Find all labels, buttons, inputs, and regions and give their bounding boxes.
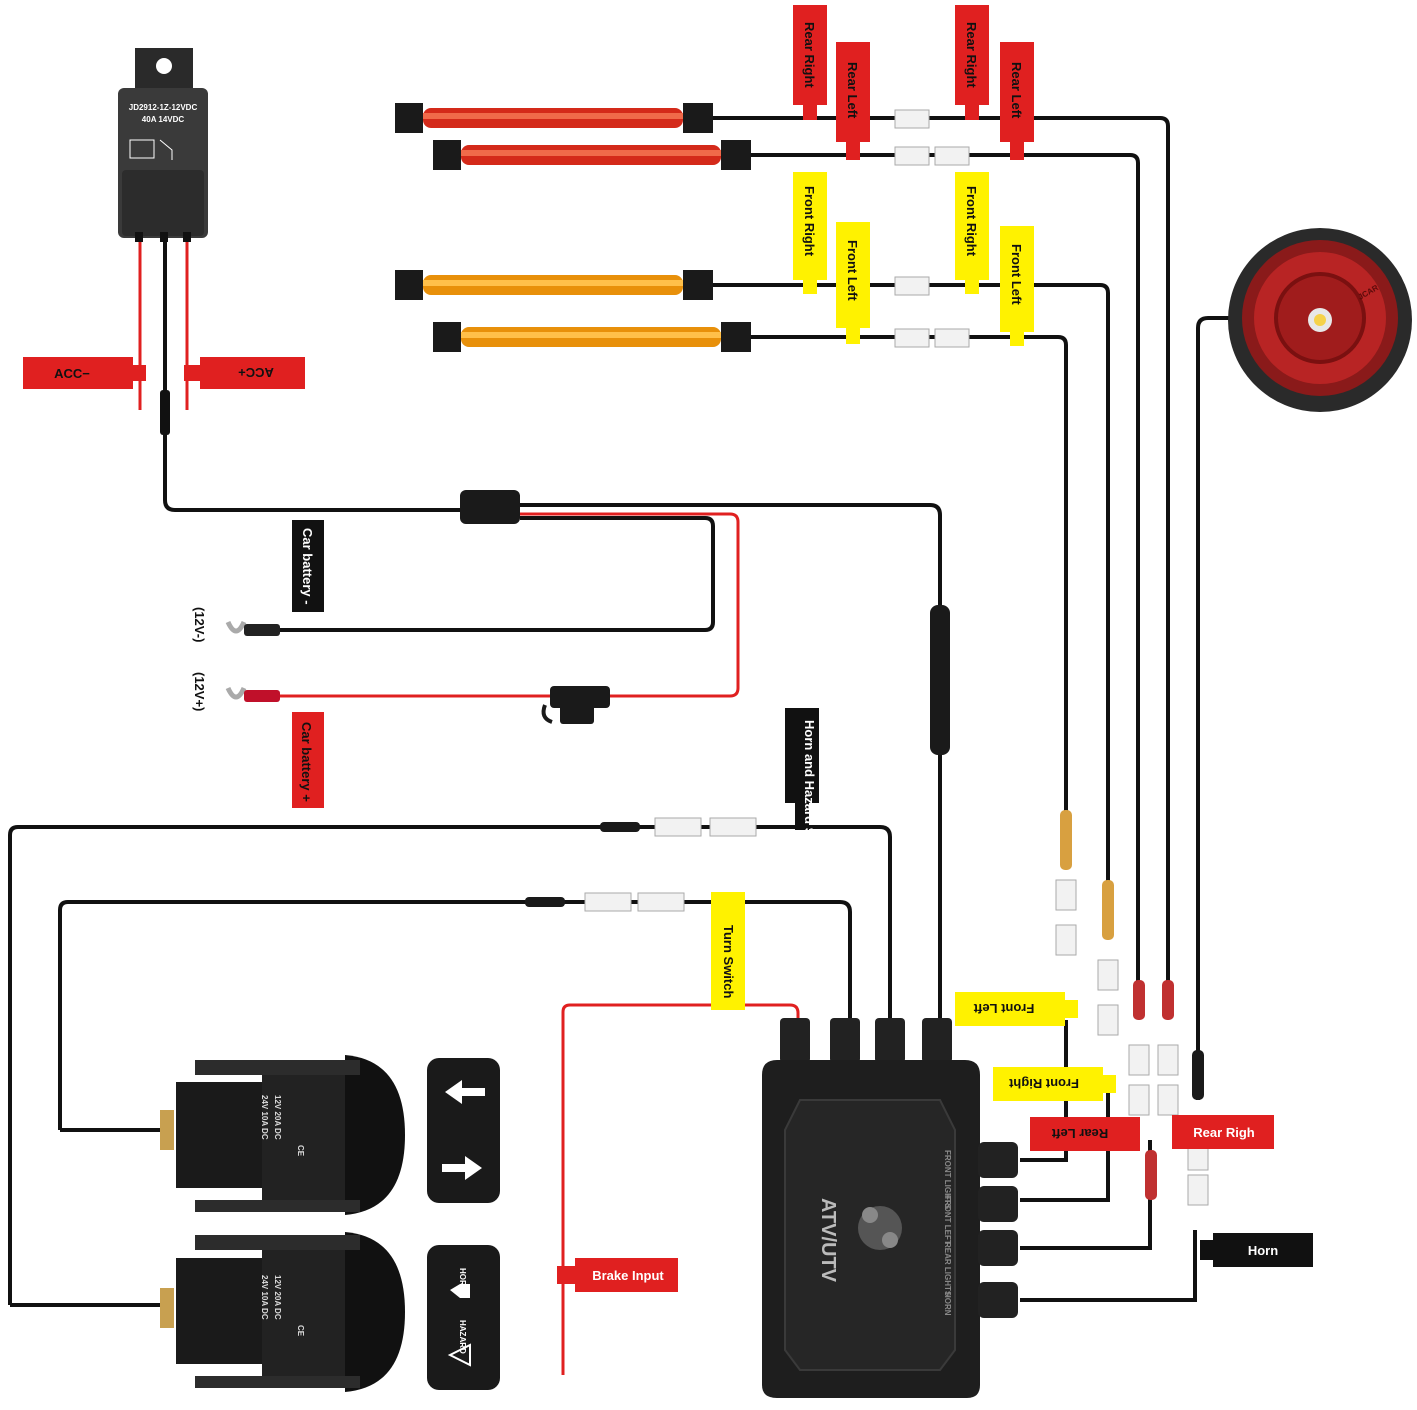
control-module: ATV/UTV FRONT LIGHTS FRONT LEFT REAR LIG… [762,1018,1018,1398]
inline-connector [930,605,950,755]
harness-connectors [1055,810,1209,1206]
tag-rear-left-1-label: Rear Left [845,62,860,119]
tag-front-left-2-label: Front Left [1009,244,1024,305]
switch2-rating-1: 12V 20A DC [273,1275,282,1320]
battery-minus-tag: Car battery - [300,528,315,605]
tag-module-rear-right-label: Rear Righ [1193,1125,1254,1140]
acc-plus-label: ACC+ [238,365,274,380]
tag-horn-hazard-label: Horn and Hazard Switch [802,720,817,870]
tag-module-front-right-label: Front Right [1008,1076,1079,1091]
tag-rear-right-2: Rear Right [955,5,989,120]
arrow-left-icon [445,1080,485,1104]
tag-rear-right-2-label: Rear Right [964,22,979,88]
acc-plus-tag: ACC+ [184,357,305,389]
splice-connector [460,490,520,524]
tag-rear-left-1: Rear Left [836,42,870,160]
light-bar-red-1 [395,103,713,133]
light-bar-amber-1 [395,270,713,300]
module-port-3: REAR LIGHTS [943,1242,952,1297]
tag-module-horn: Horn [1200,1233,1313,1267]
horn-icon [450,1284,470,1298]
tag-front-left-2: Front Left [1000,226,1034,346]
tag-rear-left-2-label: Rear Left [1009,62,1024,119]
tag-turn-switch-label: Turn Switch [721,925,736,998]
switch1-rating-2: 24V 10A DC [260,1095,269,1140]
rocker-switch-horn: 12V 20A DC 24V 10A DC CE [160,1232,405,1392]
battery-plus-tag: Car battery + [299,722,314,802]
relay-model: JD2912-1Z-12VDC [129,103,198,112]
module-port-2: FRONT LEFT [943,1195,952,1245]
battery-plus-voltage: (12V+) [192,672,207,711]
switch2-rating-2: 24V 10A DC [260,1275,269,1320]
tag-brake-input: Brake Input [557,1258,678,1292]
acc-minus-tag: ACC− [23,357,146,389]
switch1-ce: CE [296,1145,305,1157]
switch-face-turn [427,1058,500,1203]
tag-horn-hazard: Horn and Hazard Switch [785,708,819,870]
tag-module-rear-left-label: Rear Left [1051,1126,1108,1141]
tag-front-right-2-label: Front Right [964,186,979,257]
red-wires [138,235,800,1375]
battery-minus-voltage: (12V-) [192,607,207,642]
tag-front-right-1-label: Front Right [802,186,817,257]
battery-minus-terminal: Car battery - (12V-) [192,520,324,642]
arrow-right-icon [442,1156,482,1180]
tag-module-front-left-label: Front Left [973,1001,1034,1016]
module-port-1: FRONT LIGHTS [943,1150,952,1210]
tag-module-front-right: Front Right [993,1067,1116,1101]
switch-connectors [525,817,757,912]
module-port-4: HORN [943,1292,952,1316]
light-bar-red-2 [433,140,751,170]
fuse-holder [541,686,610,724]
tag-brake-input-label: Brake Input [592,1268,664,1283]
switch2-ce: CE [296,1325,305,1337]
relay: JD2912-1Z-12VDC 40A 14VDC [118,48,208,435]
switch1-rating-1: 12V 20A DC [273,1095,282,1140]
switch-face-horn-hazard: HORN HAZARD [427,1245,500,1390]
acc-minus-label: ACC− [54,366,90,381]
light-connectors [894,109,970,348]
tag-module-rear-left: Rear Left [1030,1117,1140,1151]
module-brand: ATV/UTV [817,1198,839,1283]
tag-rear-right-1-label: Rear Right [802,22,817,88]
tag-rear-left-2: Rear Left [1000,42,1034,160]
rocker-switch-turn: 12V 20A DC 24V 10A DC CE [160,1055,405,1215]
tag-module-rear-right: Rear Righ [1172,1115,1274,1149]
tag-front-right-2: Front Right [955,172,989,294]
tag-module-front-left: Front Left [955,992,1078,1026]
tag-turn-switch: Turn Switch [711,892,745,1010]
battery-plus-terminal: Car battery + (12V+) [192,672,324,808]
switch-face-horn-label: HORN [458,1268,467,1292]
tag-rear-right-1: Rear Right [793,5,827,120]
horn-device: JCAR [1228,228,1412,412]
tag-front-left-1-label: Front Left [845,240,860,301]
tag-module-horn-label: Horn [1248,1243,1278,1258]
tag-front-left-1: Front Left [836,222,870,344]
switch-face-hazard-label: HAZARD [458,1320,467,1354]
relay-rating: 40A 14VDC [142,115,185,124]
light-bar-amber-2 [433,322,751,352]
hazard-icon [447,1343,471,1367]
tag-front-right-1: Front Right [793,172,827,294]
